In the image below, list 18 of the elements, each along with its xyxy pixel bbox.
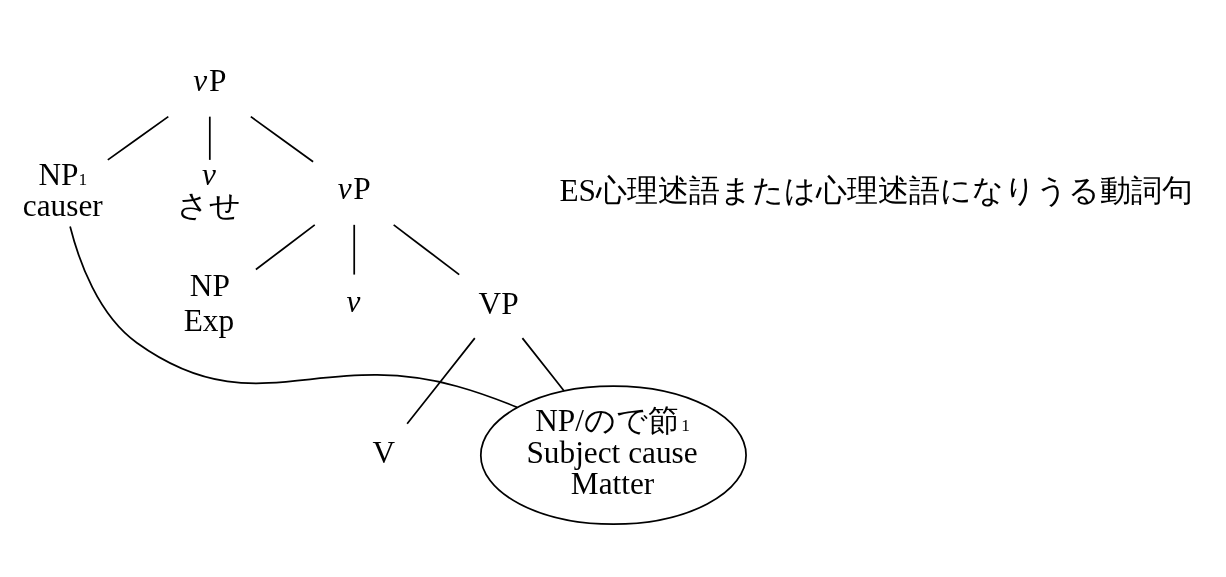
node-text: NP1 causer <box>22 156 103 223</box>
node-text: vP <box>193 62 227 98</box>
connector <box>406 336 476 425</box>
connector <box>255 223 316 270</box>
connector <box>353 223 356 275</box>
connector <box>521 336 565 392</box>
label: ES心理述語または心理述語になりうる動詞句 <box>559 172 1194 208</box>
node-text: v させ <box>176 156 241 223</box>
connector <box>106 115 170 161</box>
node-text: v <box>346 283 361 319</box>
node-text: VP <box>478 285 519 321</box>
node-text: NP Exp <box>183 267 235 338</box>
node-text: V <box>372 434 396 470</box>
node-text: vP <box>337 170 371 206</box>
connector <box>392 223 461 275</box>
connector <box>208 115 211 161</box>
connector <box>69 225 519 408</box>
connector <box>249 115 314 163</box>
